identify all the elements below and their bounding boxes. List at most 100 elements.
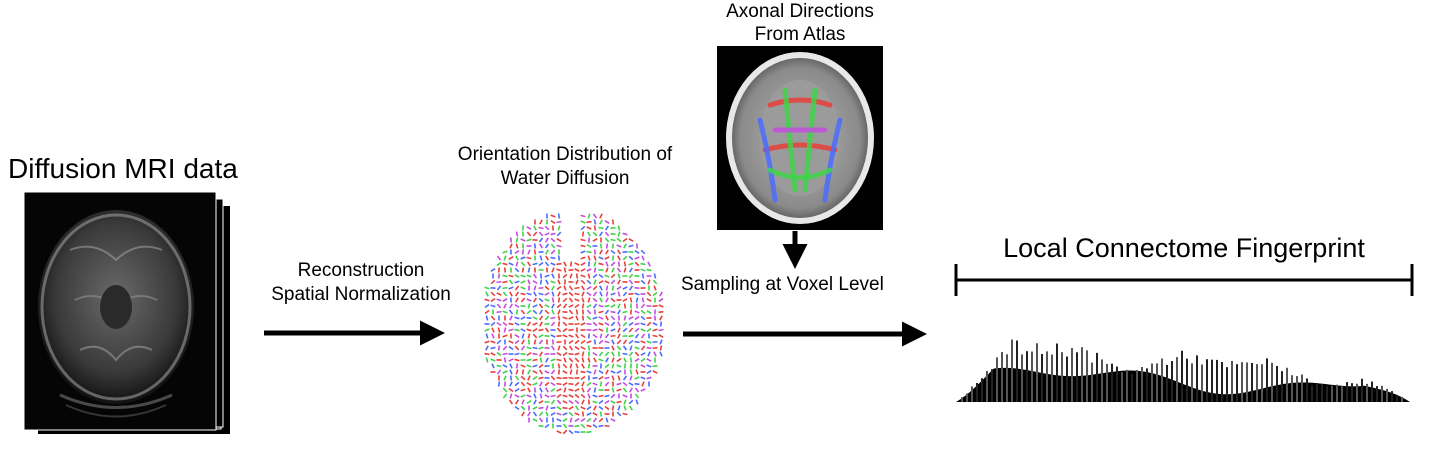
odf-glyph [520,274,526,278]
odf-glyph [550,280,556,284]
odf-glyph [491,333,495,339]
odf-glyph [527,333,531,339]
odf-glyph [611,387,615,393]
odf-glyph [610,249,616,255]
odf-glyph [490,267,496,273]
odf-glyph [569,261,573,267]
odf-glyph [520,316,526,320]
odf-glyph [628,279,634,285]
odf-glyph [574,292,580,296]
odf-glyph [550,358,556,362]
odf-glyph [502,393,508,399]
odf-glyph [659,291,663,297]
odf-glyph [533,291,537,297]
odf-glyph [580,268,586,272]
odf-glyph [617,231,621,237]
odf-glyph [508,279,514,285]
odf-glyph [527,267,531,273]
odf-glyph [520,405,526,411]
odf-glyph [485,333,489,339]
odf-glyph [611,267,615,273]
odf-glyph [545,249,549,255]
odf-glyph [652,291,658,297]
odf-glyph [550,381,556,387]
odf-glyph [610,261,616,267]
odf-glyph [568,382,574,386]
odf-glyph [538,363,544,369]
odf-glyph [641,255,645,261]
odf-glyph [550,412,556,416]
odf-glyph [604,322,610,326]
odf-glyph [581,411,585,417]
odf-glyph [611,219,615,225]
odf-glyph [550,256,556,260]
odf-glyph [514,381,520,387]
odf-glyph [539,357,543,363]
odf-glyph [509,291,513,297]
odf-glyph [658,328,664,332]
odf-glyph [515,243,519,249]
odf-glyph [610,279,616,285]
odf-glyph [646,340,652,344]
odf-glyph [634,310,640,314]
odf-glyph [646,358,652,362]
odf-glyph [568,268,574,272]
odf-glyph [568,388,574,392]
odf-glyph [551,291,555,297]
fingerprint-waveform-icon [956,339,1410,402]
odf-glyph [605,249,609,255]
odf-glyph [514,322,520,326]
odf-glyph [634,249,640,255]
odf-glyph [526,382,532,386]
odf-glyph [484,352,490,356]
odf-glyph [587,213,591,219]
odf-glyph [574,388,580,392]
odf-glyph [616,339,622,345]
odf-glyph [587,399,591,405]
odf-glyph [646,364,652,368]
odf-glyph [550,345,556,351]
odf-glyph [503,381,507,387]
odf-glyph [520,292,526,296]
odf-glyph [514,345,520,351]
odf-glyph [497,267,501,273]
odf-glyph [641,381,645,387]
odf-glyph [592,351,598,357]
odf-glyph [563,261,567,267]
odf-glyph [599,297,603,303]
odf-glyph [574,298,580,302]
odf-glyph [605,297,609,303]
odf-glyph [557,225,561,231]
odf-glyph [592,297,598,303]
odf-glyph [568,339,574,345]
odf-glyph [490,315,496,321]
odf-glyph [526,328,532,332]
odf-glyph [628,250,634,254]
odf-glyph [544,274,550,278]
odf-glyph [533,249,537,255]
odf-glyph [647,279,651,285]
odf-glyph [623,357,627,363]
odf-glyph [611,363,615,369]
odf-glyph [521,399,525,405]
odf-glyph [538,346,544,350]
odf-glyph [568,309,574,315]
odf-glyph [580,370,586,374]
odf-glyph [538,297,544,303]
odf-glyph [520,261,526,267]
odf-glyph [521,411,525,417]
odf-glyph [502,387,508,393]
odf-glyph [557,297,561,303]
odf-glyph [545,411,549,417]
odf-glyph [502,310,508,314]
mri-stack [23,191,230,434]
odf-glyph [587,363,591,369]
odf-glyph [592,273,598,279]
odf-glyph [557,345,561,351]
odf-glyph [580,238,586,242]
odf-glyph [616,357,622,363]
odf-glyph [628,262,634,266]
odf-glyph [604,394,610,398]
odf-glyph [628,387,634,393]
odf-glyph [581,231,585,237]
